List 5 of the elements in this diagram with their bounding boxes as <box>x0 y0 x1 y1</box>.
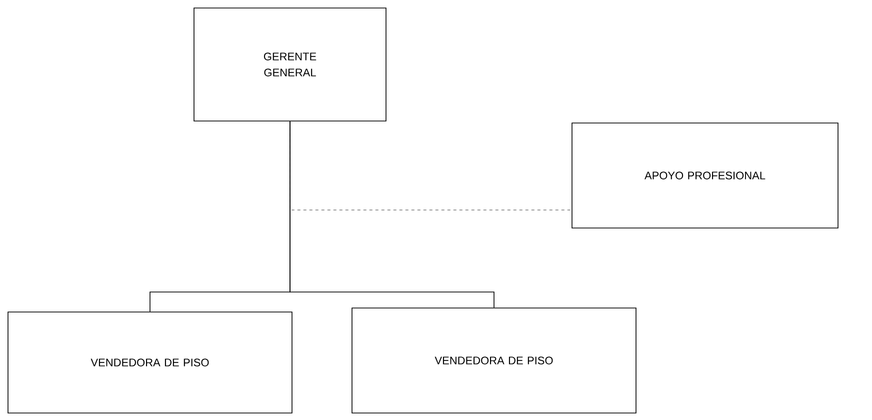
org-box: APOYO PROFESIONAL <box>572 122 838 228</box>
org-box: VENDEDORA DE PISO <box>8 312 292 414</box>
connector-line <box>290 121 494 308</box>
org-box: VENDEDORA DE PISO <box>352 308 636 414</box>
org-box: GERENTE GENERAL <box>194 8 386 122</box>
